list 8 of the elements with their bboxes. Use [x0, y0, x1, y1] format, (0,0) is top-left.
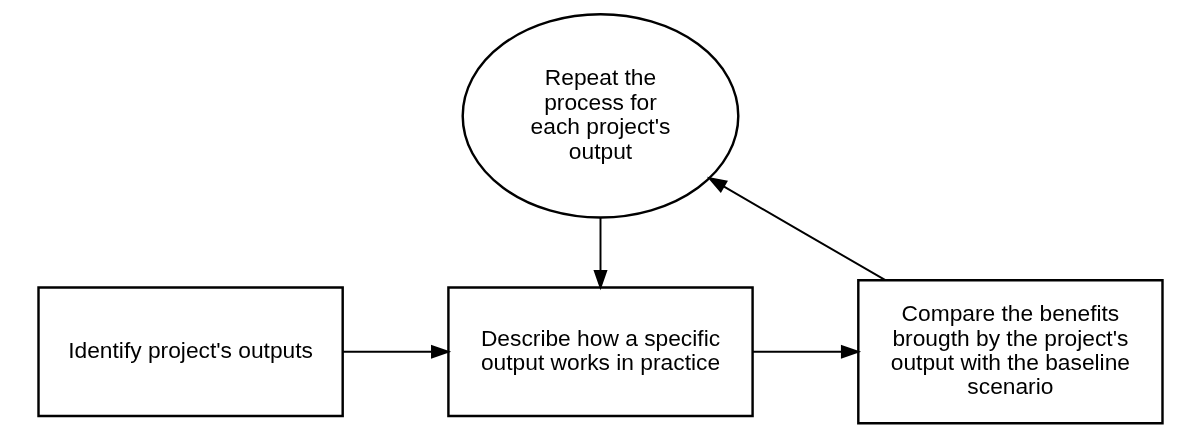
node-box: Compare the benefits brougth by the project's output with the baseline scenario [857, 278, 1164, 425]
node-ellipse: Repeat the process for each project's output [461, 13, 740, 219]
node-box: Describe how a specific output works in practice [447, 286, 754, 418]
node-box: Identify project's outputs [37, 286, 344, 418]
arrow [342, 344, 452, 359]
arrow [593, 216, 608, 291]
arrow [752, 344, 862, 359]
arrow [706, 176, 886, 281]
